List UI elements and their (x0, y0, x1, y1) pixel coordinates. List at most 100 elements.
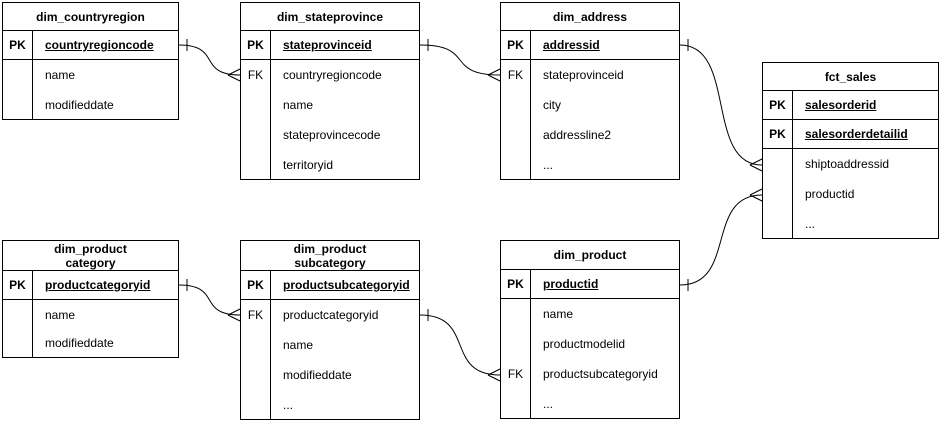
entity-title: dim_address (501, 3, 679, 31)
field-name: ... (543, 396, 554, 411)
field-name: name (45, 68, 76, 82)
key-badge (3, 60, 33, 90)
field-name: productmodelid (543, 337, 626, 351)
field-row: FK stateprovinceid (501, 60, 679, 90)
key-badge (3, 329, 33, 357)
field-name: name (283, 338, 314, 352)
field-row: FK productsubcategoryid (501, 359, 679, 389)
key-badge (501, 299, 531, 329)
relationship-curve (178, 284, 241, 316)
pk-row: PK stateprovinceid (241, 31, 419, 60)
field-name: productcategoryid (283, 308, 379, 322)
field-row: addressline2 (501, 120, 679, 150)
field-name: productid (543, 277, 599, 291)
field-row: name (241, 330, 419, 360)
field-name: countryregioncode (45, 38, 154, 52)
relationship-subcategory-product (419, 309, 501, 382)
entity-title: dim_product subcategory (241, 241, 419, 271)
relationship-curve (178, 44, 241, 76)
field-row: productmodelid (501, 329, 679, 359)
field-name: territoryid (283, 157, 334, 172)
field-name: addressline2 (543, 128, 612, 142)
field-row: name (501, 299, 679, 329)
field-row: name (3, 300, 178, 329)
entity-title: dim_countryregion (3, 3, 178, 31)
field-row: FK countryregioncode (241, 60, 419, 90)
field-name: productid (805, 187, 855, 201)
relationship-stateprovince-address (419, 39, 501, 82)
field-row: name (3, 60, 178, 90)
pk-row: PK addressid (501, 31, 679, 60)
key-badge: PK (3, 271, 33, 299)
key-badge: FK (241, 60, 271, 90)
entity-dim-address: dim_address PK addressid FK stateprovinc… (500, 2, 680, 180)
relationship-curve (419, 44, 501, 76)
crow-foot-marker (749, 158, 763, 172)
key-badge: PK (3, 31, 33, 59)
field-name: modifieddate (45, 336, 114, 350)
entity-title: dim_stateprovince (241, 3, 419, 31)
key-badge: PK (763, 91, 793, 119)
key-badge (3, 90, 33, 119)
relationship-curve (679, 194, 763, 286)
field-name: name (543, 307, 574, 321)
key-badge (501, 90, 531, 120)
key-badge: FK (241, 300, 271, 330)
key-badge (763, 179, 793, 209)
crow-foot-marker (227, 68, 241, 82)
field-row: modifieddate (3, 329, 178, 357)
field-name: modifieddate (283, 368, 352, 382)
entity-title: dim_product (501, 241, 679, 270)
key-badge (241, 330, 271, 360)
field-name: stateprovinceid (283, 38, 372, 52)
entity-dim-product-subcategory: dim_product subcategory PK productsubcat… (240, 240, 420, 420)
field-name: salesorderdetailid (805, 127, 908, 141)
field-row: FK productcategoryid (241, 300, 419, 330)
field-row: city (501, 90, 679, 120)
entity-title: fct_sales (763, 63, 938, 91)
pk-row: PK productcategoryid (3, 271, 178, 300)
key-badge (241, 120, 271, 150)
field-name: addressid (543, 38, 600, 52)
field-row: name (241, 90, 419, 120)
key-badge (501, 329, 531, 359)
field-name: modifieddate (45, 97, 114, 112)
key-badge: FK (501, 359, 531, 389)
field-name: ... (283, 397, 294, 412)
key-badge: PK (763, 120, 793, 148)
field-name: ... (543, 157, 554, 172)
key-badge: FK (501, 60, 531, 90)
entity-dim-product-category: dim_product category PK productcategoryi… (2, 240, 179, 358)
entity-dim-product: dim_product PK productid name productmod… (500, 240, 680, 419)
field-row: ... (501, 150, 679, 179)
relationship-countryregion-stateprovince (178, 39, 241, 82)
field-row: shiptoaddressid (763, 149, 938, 179)
field-row: modifieddate (3, 90, 178, 119)
field-name: countryregioncode (283, 68, 382, 82)
field-name: productcategoryid (45, 278, 151, 292)
crow-foot-marker (749, 188, 763, 202)
key-badge: PK (241, 31, 271, 59)
entity-title: dim_product category (3, 241, 178, 271)
field-name: name (45, 307, 76, 322)
relationship-curve (679, 44, 763, 166)
pk-row: PK productid (501, 270, 679, 299)
entity-fct-sales: fct_sales PK salesorderid PK salesorderd… (762, 62, 939, 239)
key-badge (241, 150, 271, 179)
crow-foot-marker (487, 368, 501, 382)
field-row: productid (763, 179, 938, 209)
field-name: shiptoaddressid (805, 157, 890, 171)
field-row: territoryid (241, 150, 419, 179)
field-name: city (543, 98, 561, 112)
field-name: productsubcategoryid (283, 278, 410, 292)
key-badge (3, 300, 33, 329)
pk-row: PK productsubcategoryid (241, 271, 419, 300)
key-badge (501, 389, 531, 418)
pk-row: PK salesorderdetailid (763, 120, 938, 149)
entity-dim-countryregion: dim_countryregion PK countryregioncode n… (2, 2, 179, 120)
key-badge (501, 150, 531, 179)
relationship-curve (419, 314, 501, 376)
key-badge: PK (501, 270, 531, 298)
